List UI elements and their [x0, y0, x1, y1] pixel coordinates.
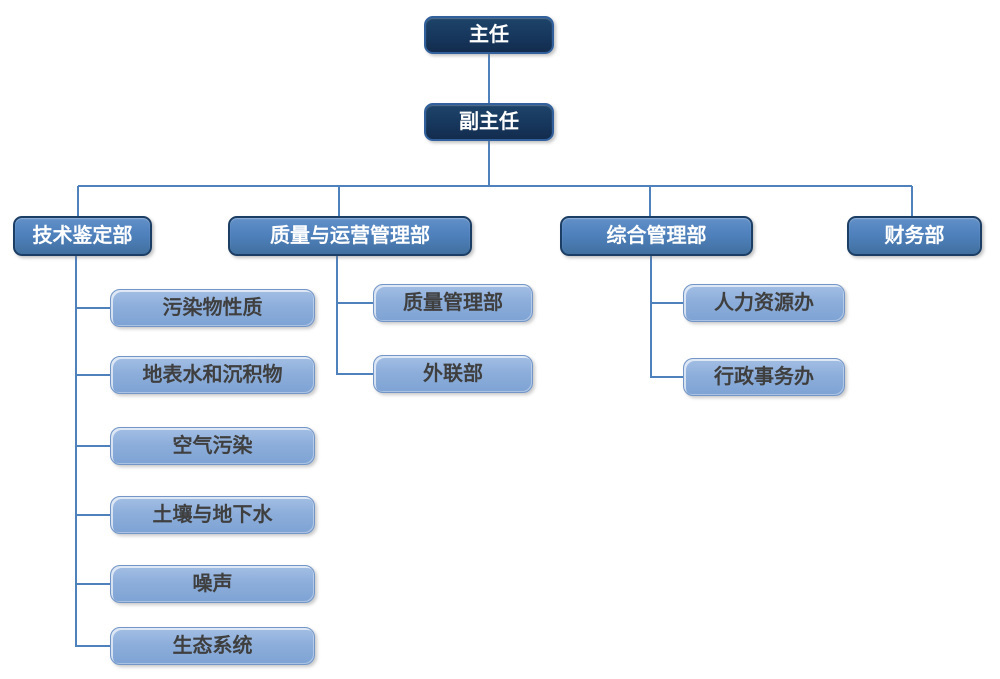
connector-departments-bus: [78, 185, 912, 187]
connector-elbow: [75, 514, 110, 516]
connector-elbow: [75, 307, 110, 309]
connector-drop-finance: [911, 186, 913, 216]
org-node-label: 地表水和沉积物: [142, 364, 283, 386]
org-node-subunit-soil-groundwater: 土壤与地下水: [110, 496, 315, 534]
org-node-label: 外联部: [423, 363, 483, 385]
org-node-label: 土壤与地下水: [152, 504, 273, 526]
connector-drop-general: [649, 186, 651, 216]
org-node-subunit-air-pollution: 空气污染: [110, 427, 315, 465]
org-node-label: 财务部: [884, 225, 945, 247]
org-node-subunit-pollutant-properties: 污染物性质: [110, 289, 315, 327]
org-node-label: 噪声: [192, 573, 233, 595]
connector-elbow: [336, 302, 373, 304]
connector-elbow: [75, 645, 110, 647]
org-node-deputy-director-label: 副主任: [459, 111, 519, 133]
connector-drop-technical: [77, 186, 79, 216]
connector-drop-quality: [338, 186, 340, 216]
org-node-label: 技术鉴定部: [32, 225, 133, 247]
org-node-label: 生态系统: [172, 635, 253, 657]
connector-elbow: [650, 376, 683, 378]
org-node-director: 主任: [424, 16, 554, 54]
org-node-label: 质量管理部: [403, 292, 503, 314]
org-node-subunit-external-relations: 外联部: [373, 355, 533, 393]
org-node-subunit-surface-water-sediment: 地表水和沉积物: [110, 356, 315, 394]
connector-elbow: [336, 373, 373, 375]
connector-elbow: [75, 583, 110, 585]
connector-elbow: [650, 302, 683, 304]
org-node-label: 综合管理部: [606, 225, 707, 247]
org-node-label: 污染物性质: [162, 297, 263, 319]
org-node-subunit-administrative-affairs: 行政事务办: [683, 358, 845, 396]
org-node-label: 人力资源办: [714, 292, 814, 314]
connector-trunk-technical: [75, 255, 77, 647]
org-node-dept-finance: 财务部: [847, 216, 982, 256]
connector-trunk-general: [650, 255, 652, 378]
connector-elbow: [75, 445, 110, 447]
org-node-subunit-ecosystem: 生态系统: [110, 627, 315, 665]
connector-elbow: [75, 374, 110, 376]
connector-deputy-to-bus: [488, 140, 490, 185]
org-node-subunit-human-resources: 人力资源办: [683, 284, 845, 322]
org-node-label: 质量与运营管理部: [270, 225, 430, 247]
org-node-director-label: 主任: [469, 24, 509, 46]
connector-trunk-quality: [336, 255, 338, 375]
org-node-label: 空气污染: [172, 435, 253, 457]
org-node-subunit-noise: 噪声: [110, 565, 315, 603]
org-node-dept-general-management: 综合管理部: [560, 216, 753, 256]
org-node-label: 行政事务办: [714, 366, 814, 388]
org-node-subunit-quality-management: 质量管理部: [373, 284, 533, 322]
connector-director-to-deputy: [488, 53, 490, 103]
org-node-deputy-director: 副主任: [424, 103, 554, 141]
org-node-dept-technical-appraisal: 技术鉴定部: [13, 216, 152, 256]
org-node-dept-quality-operations: 质量与运营管理部: [228, 216, 472, 256]
